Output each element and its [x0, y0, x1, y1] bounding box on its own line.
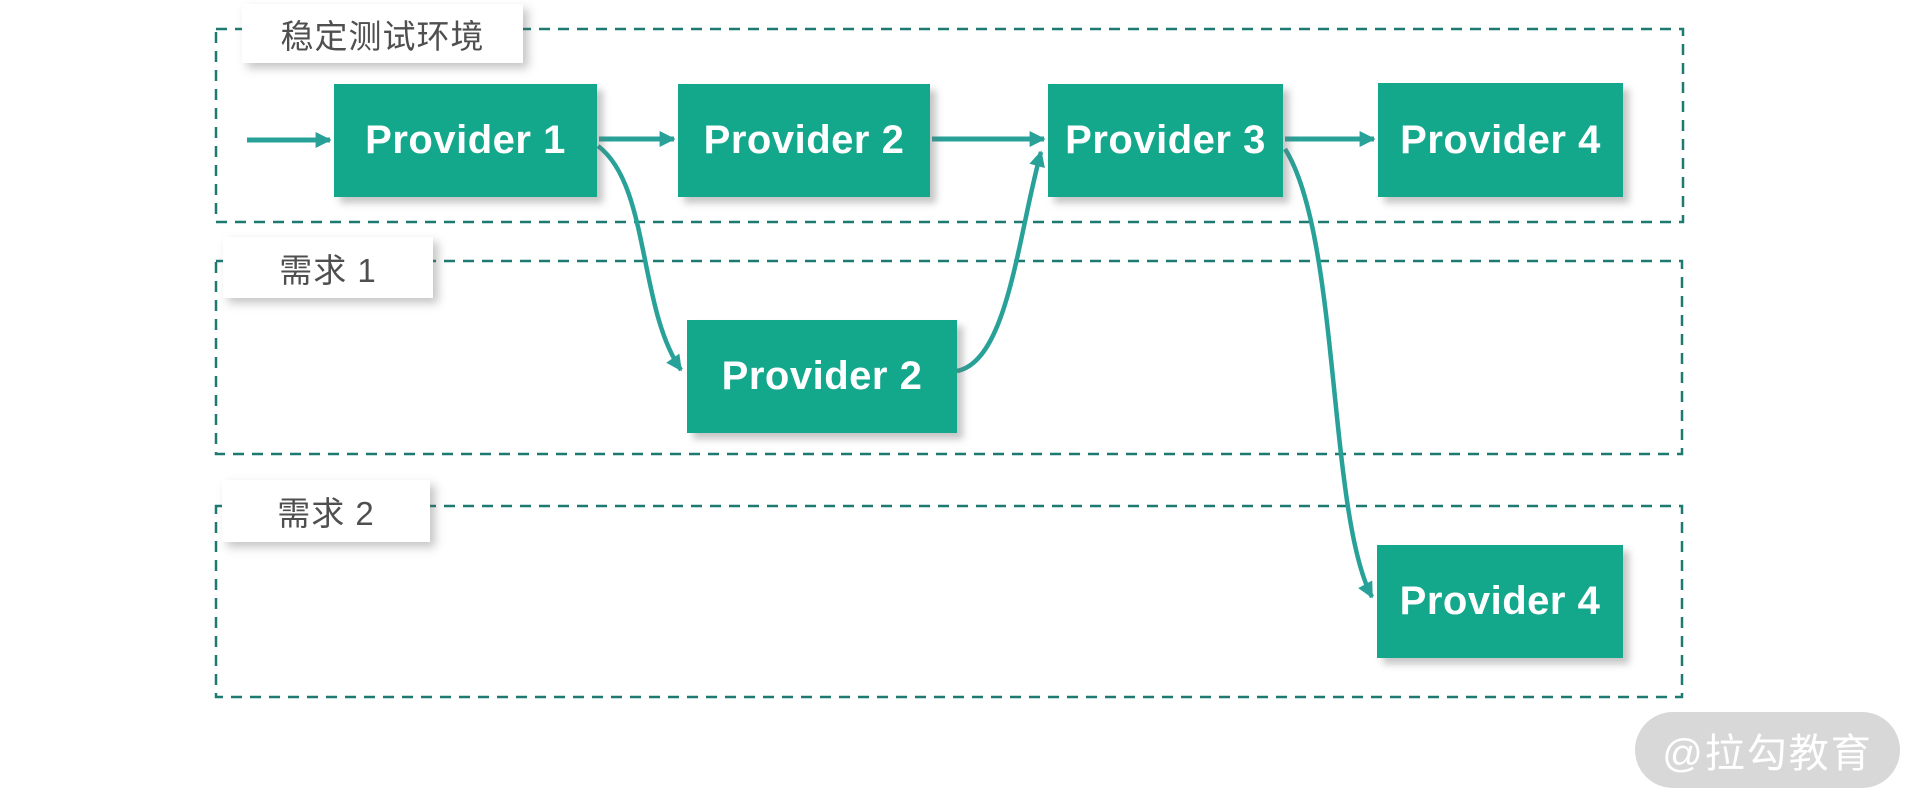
node-label: Provider 2 — [721, 354, 923, 398]
edge-req1-provider2-to-provider3 — [956, 150, 1045, 374]
node-req1-provider-2: Provider 2 — [687, 320, 957, 433]
region-label-req1: 需求 1 — [223, 237, 433, 298]
region-label-stable: 稳定测试环境 — [242, 4, 523, 63]
node-stable-provider-3: Provider 3 — [1048, 84, 1283, 197]
node-label: Provider 4 — [1399, 579, 1601, 623]
region-label-req2: 需求 2 — [222, 480, 430, 542]
node-stable-provider-2: Provider 2 — [678, 84, 930, 197]
node-label: Provider 4 — [1400, 117, 1601, 162]
region-border-stable — [214, 27, 1685, 224]
watermark-text: @拉勾教育 — [1662, 732, 1873, 776]
region-label-req2-text: 需求 2 — [277, 495, 375, 532]
edge-provider1-to-req1-provider2 — [596, 144, 683, 372]
node-label: Provider 2 — [703, 118, 905, 162]
region-border-req2 — [214, 504, 1684, 699]
edge-provider3-to-req2-provider4 — [1283, 147, 1374, 599]
node-req2-provider-4: Provider 4 — [1377, 545, 1623, 658]
node-label: Provider 3 — [1065, 118, 1266, 162]
watermark-badge: @拉勾教育 — [1635, 712, 1900, 788]
region-border-req1 — [214, 259, 1684, 456]
node-stable-provider-4: Provider 4 — [1378, 83, 1623, 197]
node-label: Provider 1 — [365, 118, 566, 162]
region-label-req1-text: 需求 1 — [279, 251, 377, 289]
region-label-stable-text: 稳定测试环境 — [280, 17, 485, 55]
node-stable-provider-1: Provider 1 — [334, 84, 597, 197]
